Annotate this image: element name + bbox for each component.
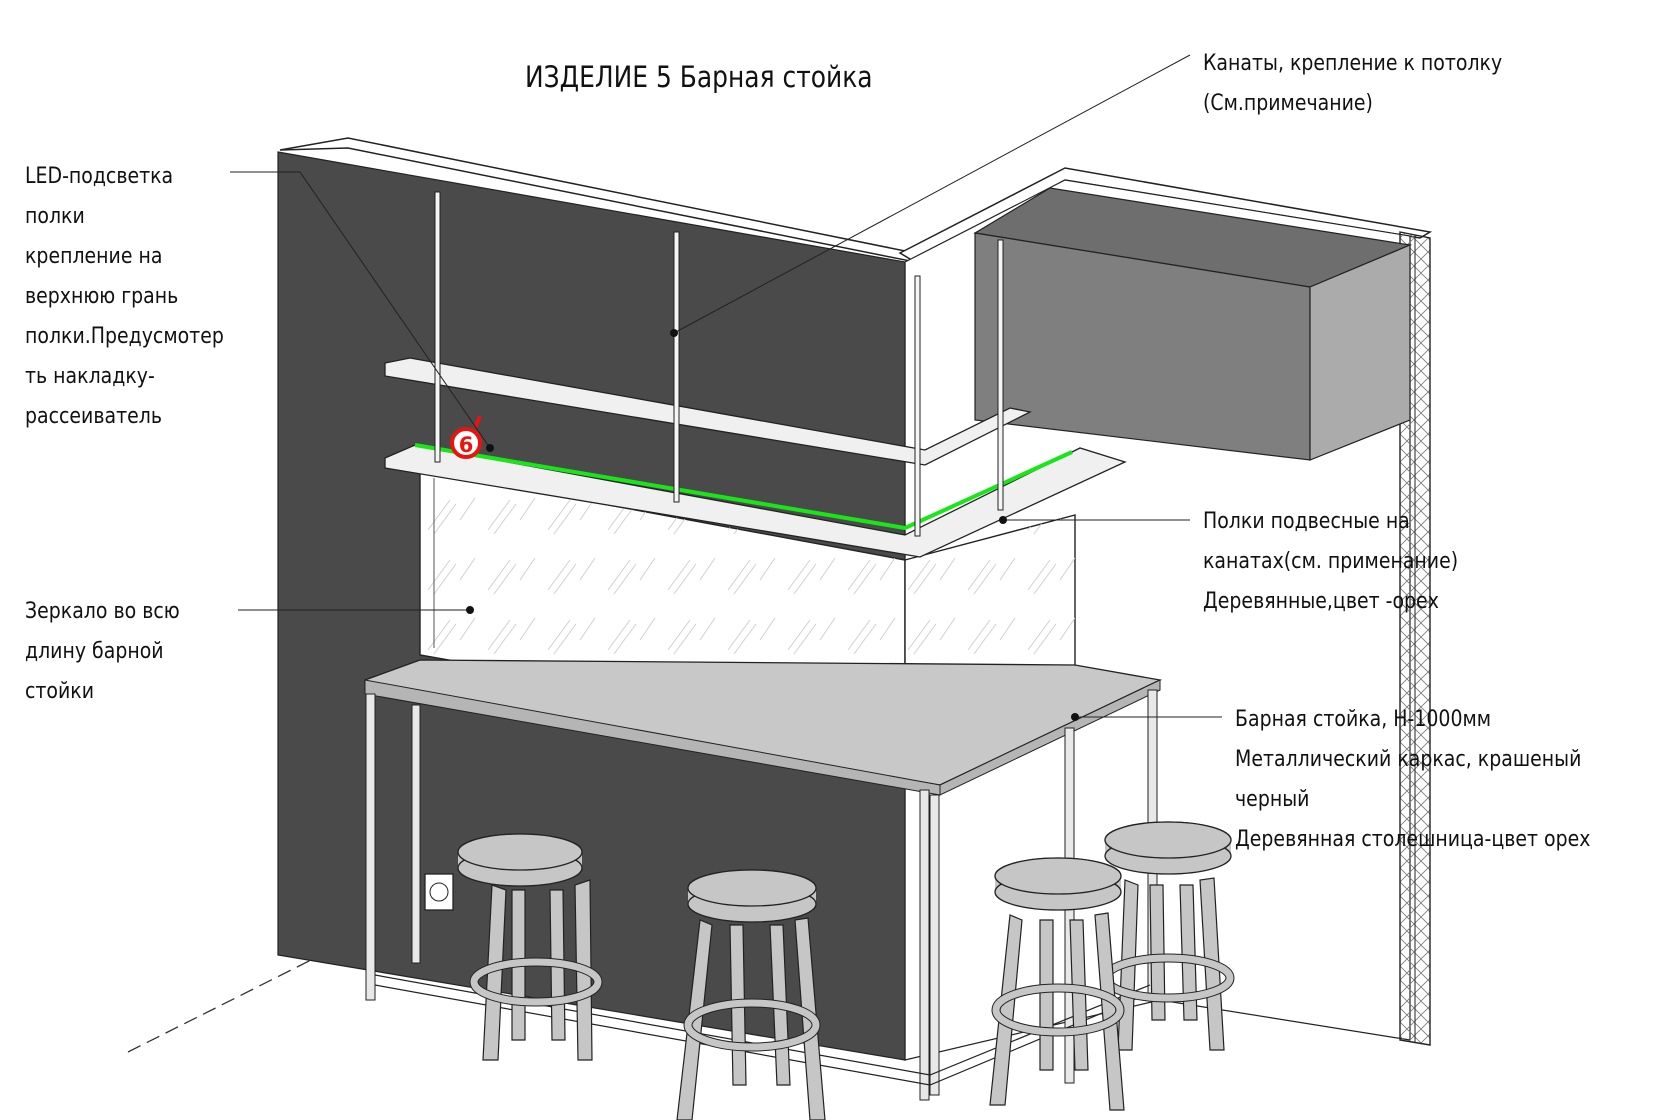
callout-marker-6: 6 (450, 415, 482, 459)
stool-4 (989, 857, 1125, 1111)
annotation-line: стойки (25, 679, 95, 704)
page-title: ИЗДЕЛИЕ 5 Барная стойка (525, 60, 873, 94)
cables (434, 191, 1004, 537)
leader-dots (466, 329, 1079, 721)
annotation-line: полки.Предусмотер (25, 324, 224, 349)
annotation-line: длину барной (25, 639, 164, 664)
annotation-line: LED-подсветка (25, 164, 174, 189)
wall-section-right (1399, 231, 1431, 1046)
annotation-shelves: Полки подвесные на канатах(см. применани… (1203, 502, 1458, 622)
annotation-line: черный (1235, 787, 1310, 812)
lower-shelf (384, 443, 1127, 558)
annotation-line: крепление на (25, 244, 163, 269)
annotation-line: полки (25, 204, 85, 229)
annotation-line: верхнюю грань (25, 284, 179, 309)
upper-shelf (384, 357, 1032, 466)
annotation-counter: Барная стойка, Н-1000мм Металлический ка… (1235, 700, 1590, 860)
annotation-line: Металлический каркас, крашеный (1235, 747, 1582, 772)
annotation-line: рассеиватель (25, 404, 162, 429)
annotation-led: LED-подсветка полки крепление на верхнюю… (25, 157, 224, 437)
leader-lines (230, 54, 1222, 718)
stool-3 (1101, 821, 1235, 1051)
annotation-line: Барная стойка, Н-1000мм (1235, 707, 1492, 732)
led-strip (414, 443, 1073, 531)
annotation-line: Канаты, крепление к потолку (1203, 51, 1503, 76)
annotation-line: (См.примечание) (1203, 91, 1373, 116)
annotation-line: Деревянная столешница-цвет орех (1235, 827, 1591, 852)
annotation-line: Деревянные,цвет -орех (1203, 589, 1439, 614)
bar-counter (364, 659, 1163, 1101)
power-socket-icon (424, 873, 454, 911)
annotation-line: Зеркало во всю (25, 599, 180, 624)
annotation-line: ть накладку- (25, 364, 155, 389)
stool-1 (457, 833, 603, 1061)
overhead-box (973, 187, 1413, 461)
annotation-cables: Канаты, крепление к потолку (См.примечан… (1203, 44, 1502, 124)
annotation-mirror: Зеркало во всю длину барной стойки (25, 592, 180, 712)
marker-label: 6 (459, 433, 474, 457)
floor-line (127, 957, 316, 1053)
stool-2 (676, 869, 826, 1120)
annotation-line: канатах(см. применание) (1203, 549, 1459, 574)
annotation-line: Полки подвесные на (1203, 509, 1410, 534)
